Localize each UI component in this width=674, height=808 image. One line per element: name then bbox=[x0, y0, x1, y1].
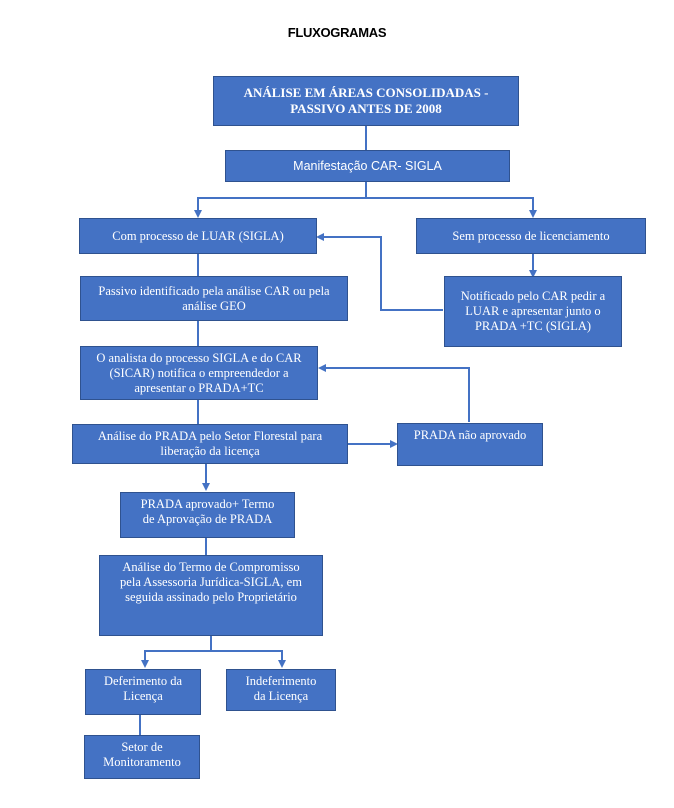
node-analista: O analista do processo SIGLA e do CAR (S… bbox=[80, 346, 318, 400]
connector-notificado-to-com bbox=[316, 233, 443, 311]
node-sem-processo: Sem processo de licenciamento bbox=[416, 218, 646, 254]
connector-nao-to-analista bbox=[318, 364, 470, 422]
node-termo-compromisso: Análise do Termo de Compromisso pela Ass… bbox=[99, 555, 323, 636]
node-prada-nao-aprovado: PRADA não aprovado bbox=[397, 423, 543, 466]
node-deferimento: Deferimento da Licença bbox=[85, 669, 201, 715]
connector-termo-to-indeferimento bbox=[211, 650, 286, 668]
node-notificado: Notificado pelo CAR pedir a LUAR e apres… bbox=[444, 276, 622, 347]
node-prada-aprovado: PRADA aprovado+ Termo de Aprovação de PR… bbox=[120, 492, 295, 538]
connector-manifestacao-to-com-processo bbox=[194, 182, 367, 218]
connector-termo-to-deferimento bbox=[141, 636, 212, 668]
connector-manifestacao-to-sem-processo bbox=[366, 197, 537, 218]
node-indeferimento: Indeferimento da Licença bbox=[226, 669, 336, 711]
node-manifestacao: Manifestação CAR- SIGLA bbox=[225, 150, 510, 182]
node-com-processo: Com processo de LUAR (SIGLA) bbox=[79, 218, 317, 254]
node-title-box: ANÁLISE EM ÁREAS CONSOLIDADAS - PASSIVO … bbox=[213, 76, 519, 126]
node-setor-monitoramento: Setor de Monitoramento bbox=[84, 735, 200, 779]
node-passivo: Passivo identificado pela análise CAR ou… bbox=[80, 276, 348, 321]
node-analise-prada: Análise do PRADA pelo Setor Florestal pa… bbox=[72, 424, 348, 464]
page-title: FLUXOGRAMAS bbox=[287, 25, 387, 40]
